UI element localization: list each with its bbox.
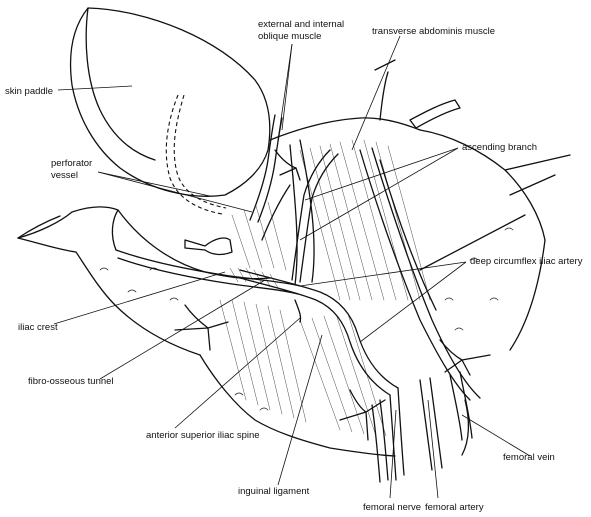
label-deep-circumflex-iliac-artery: deep circumflex iliac artery	[470, 256, 583, 267]
label-iliac-crest: iliac crest	[18, 322, 58, 333]
label-fibro-osseous-tunnel: fibro-osseous tunnel	[28, 376, 114, 387]
label-skin-paddle: skin paddle	[5, 86, 53, 97]
label-femoral-vein: femoral vein	[503, 452, 555, 463]
label-external-internal-oblique-line2: oblique muscle	[258, 31, 321, 42]
leader-lines	[53, 35, 531, 499]
label-ascending-branch: ascending branch	[462, 142, 537, 153]
label-external-internal-oblique-line1: external and internal	[258, 19, 344, 30]
label-anterior-superior-iliac-spine: anterior superior iliac spine	[146, 430, 260, 441]
label-inguinal-ligament: inguinal ligament	[238, 486, 310, 497]
muscle-bands	[289, 139, 481, 401]
labels: external and internal oblique muscle tra…	[5, 19, 583, 513]
label-femoral-artery: femoral artery	[425, 502, 484, 513]
vessels	[239, 114, 473, 483]
label-perforator-vessel-line2: vessel	[51, 170, 78, 181]
retractor-hooks	[17, 59, 571, 441]
label-femoral-nerve: femoral nerve	[363, 502, 421, 513]
flap-tissue-outline	[17, 117, 546, 457]
skin-paddle-shape	[69, 7, 271, 215]
label-transverse-abdominis: transverse abdominis muscle	[372, 26, 495, 37]
label-perforator-vessel-line1: perforator	[51, 158, 92, 169]
iliac-crest-bone	[115, 249, 302, 323]
